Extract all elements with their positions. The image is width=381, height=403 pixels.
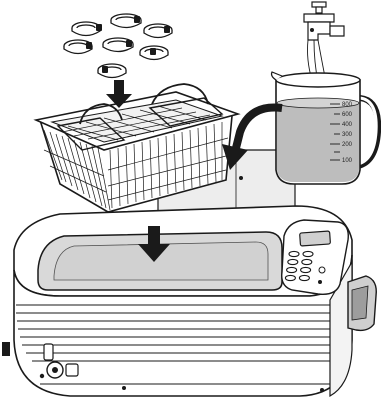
faucet-icon xyxy=(304,2,344,82)
panel-button xyxy=(299,275,309,280)
display-screen xyxy=(300,231,331,246)
panel-dot xyxy=(318,280,322,284)
beaker-scale-label: 100 xyxy=(342,158,353,164)
panel-button xyxy=(301,267,311,272)
side-handle xyxy=(348,276,376,330)
panel-indicator xyxy=(319,267,325,273)
beaker-scale-label: 600 xyxy=(342,112,353,118)
panel-button xyxy=(288,259,298,264)
small-parts-rings xyxy=(64,14,172,78)
panel-button xyxy=(285,275,295,280)
beaker-scale-label: 800 xyxy=(342,102,353,108)
panel-button xyxy=(287,267,297,272)
panel-button xyxy=(302,259,312,264)
panel-button xyxy=(303,251,313,256)
beaker-scale-label: 400 xyxy=(342,122,353,128)
beaker-scale-label: 200 xyxy=(342,142,353,148)
beaker-scale-label: 300 xyxy=(342,132,353,138)
control-panel xyxy=(282,220,349,294)
panel-button xyxy=(289,251,299,256)
ring-1 xyxy=(72,22,100,36)
power-cord-stub xyxy=(2,342,10,356)
measuring-beaker: 800 600 400 300 200 100 xyxy=(272,72,379,184)
